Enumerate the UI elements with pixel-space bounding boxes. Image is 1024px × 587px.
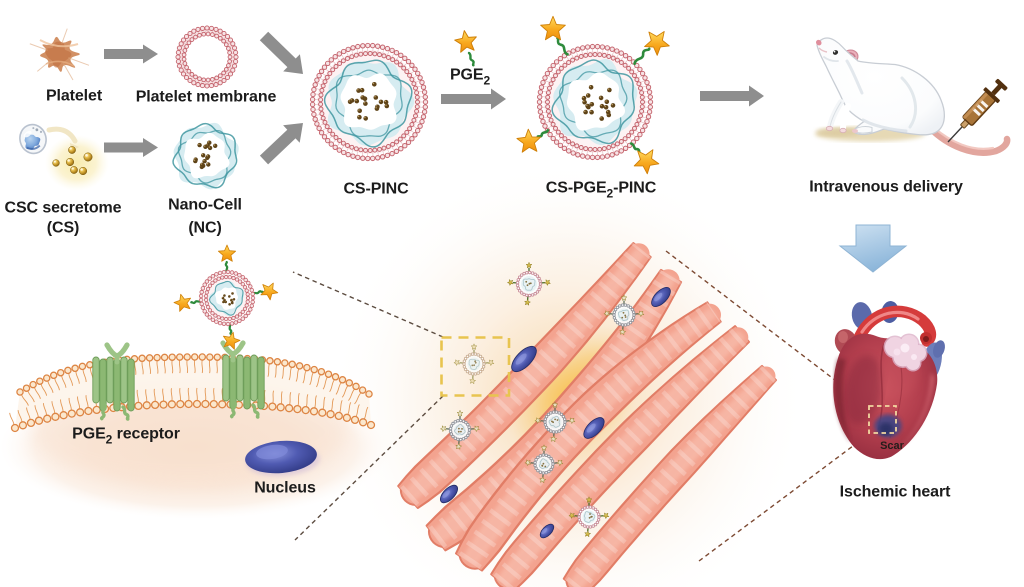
- cs-pge2-pinc-icon: [516, 15, 670, 175]
- pge2-star-icon: [454, 30, 477, 67]
- cs-pinc-icon: [309, 42, 429, 162]
- pge2-label: PGE2: [449, 66, 491, 88]
- intravenous-delivery-label: Intravenous delivery: [809, 178, 963, 196]
- arrow-pge2-reaction: [441, 88, 506, 110]
- bound-nanoparticle-icon: [173, 244, 279, 350]
- mouse-icon: [815, 37, 1011, 156]
- csc-secretome-icon: [19, 123, 109, 191]
- nucleus-icon: [245, 440, 320, 477]
- zoom-box-icon: [440, 336, 511, 397]
- platelet-label: Platelet: [45, 87, 103, 105]
- muscle-nanoparticles: [440, 262, 645, 538]
- arrow-membrane-to-pinc: [259, 31, 303, 74]
- csc-secretome-abbrev-label: (CS): [46, 219, 80, 237]
- nano-cell-abbrev-label: (NC): [188, 219, 222, 237]
- cs-pinc-label: CS-PINC: [343, 180, 409, 198]
- arrow-to-mouse: [700, 85, 764, 107]
- nucleus-label: Nucleus: [254, 479, 316, 497]
- csc-secretome-label: CSC secretome: [4, 199, 122, 217]
- platelet-membrane-icon: [175, 25, 239, 89]
- arrow-cs-to-nc: [104, 138, 158, 157]
- down-arrow-icon: [838, 224, 908, 273]
- cell-membrane-icon: [9, 340, 376, 433]
- scar-label: Scar: [880, 440, 904, 453]
- platelet-membrane-label: Platelet membrane: [135, 88, 277, 106]
- platelet-icon: [29, 28, 90, 81]
- pge2-receptor-label: PGE2 receptor: [72, 425, 180, 447]
- nano-cell-icon: [172, 122, 239, 190]
- arrow-platelet-to-membrane: [104, 44, 158, 64]
- heart-icon: [833, 301, 945, 460]
- ischemic-heart-label: Ischemic heart: [839, 483, 951, 501]
- syringe-icon: [947, 78, 1008, 143]
- arrow-nc-to-pinc: [259, 123, 303, 165]
- nano-cell-label: Nano-Cell: [168, 196, 242, 214]
- cs-pge2-pinc-label: CS-PGE2-PINC: [545, 179, 657, 201]
